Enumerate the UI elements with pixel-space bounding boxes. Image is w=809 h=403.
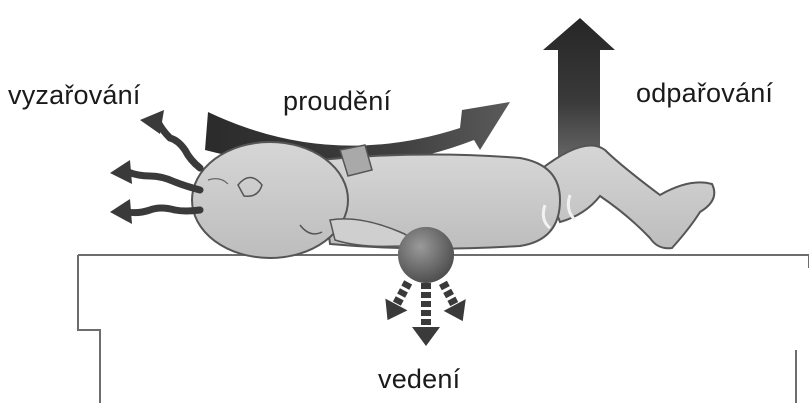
radiation-label: vyzařování (8, 80, 141, 111)
conduction-arrows (377, 277, 474, 346)
evaporation-label: odpařování (636, 78, 773, 109)
conduction-label: vedení (378, 364, 460, 395)
radiation-arrows (128, 122, 200, 213)
convection-label: proudění (283, 86, 391, 117)
conduction-source (398, 227, 454, 283)
baby-figure (192, 142, 714, 258)
